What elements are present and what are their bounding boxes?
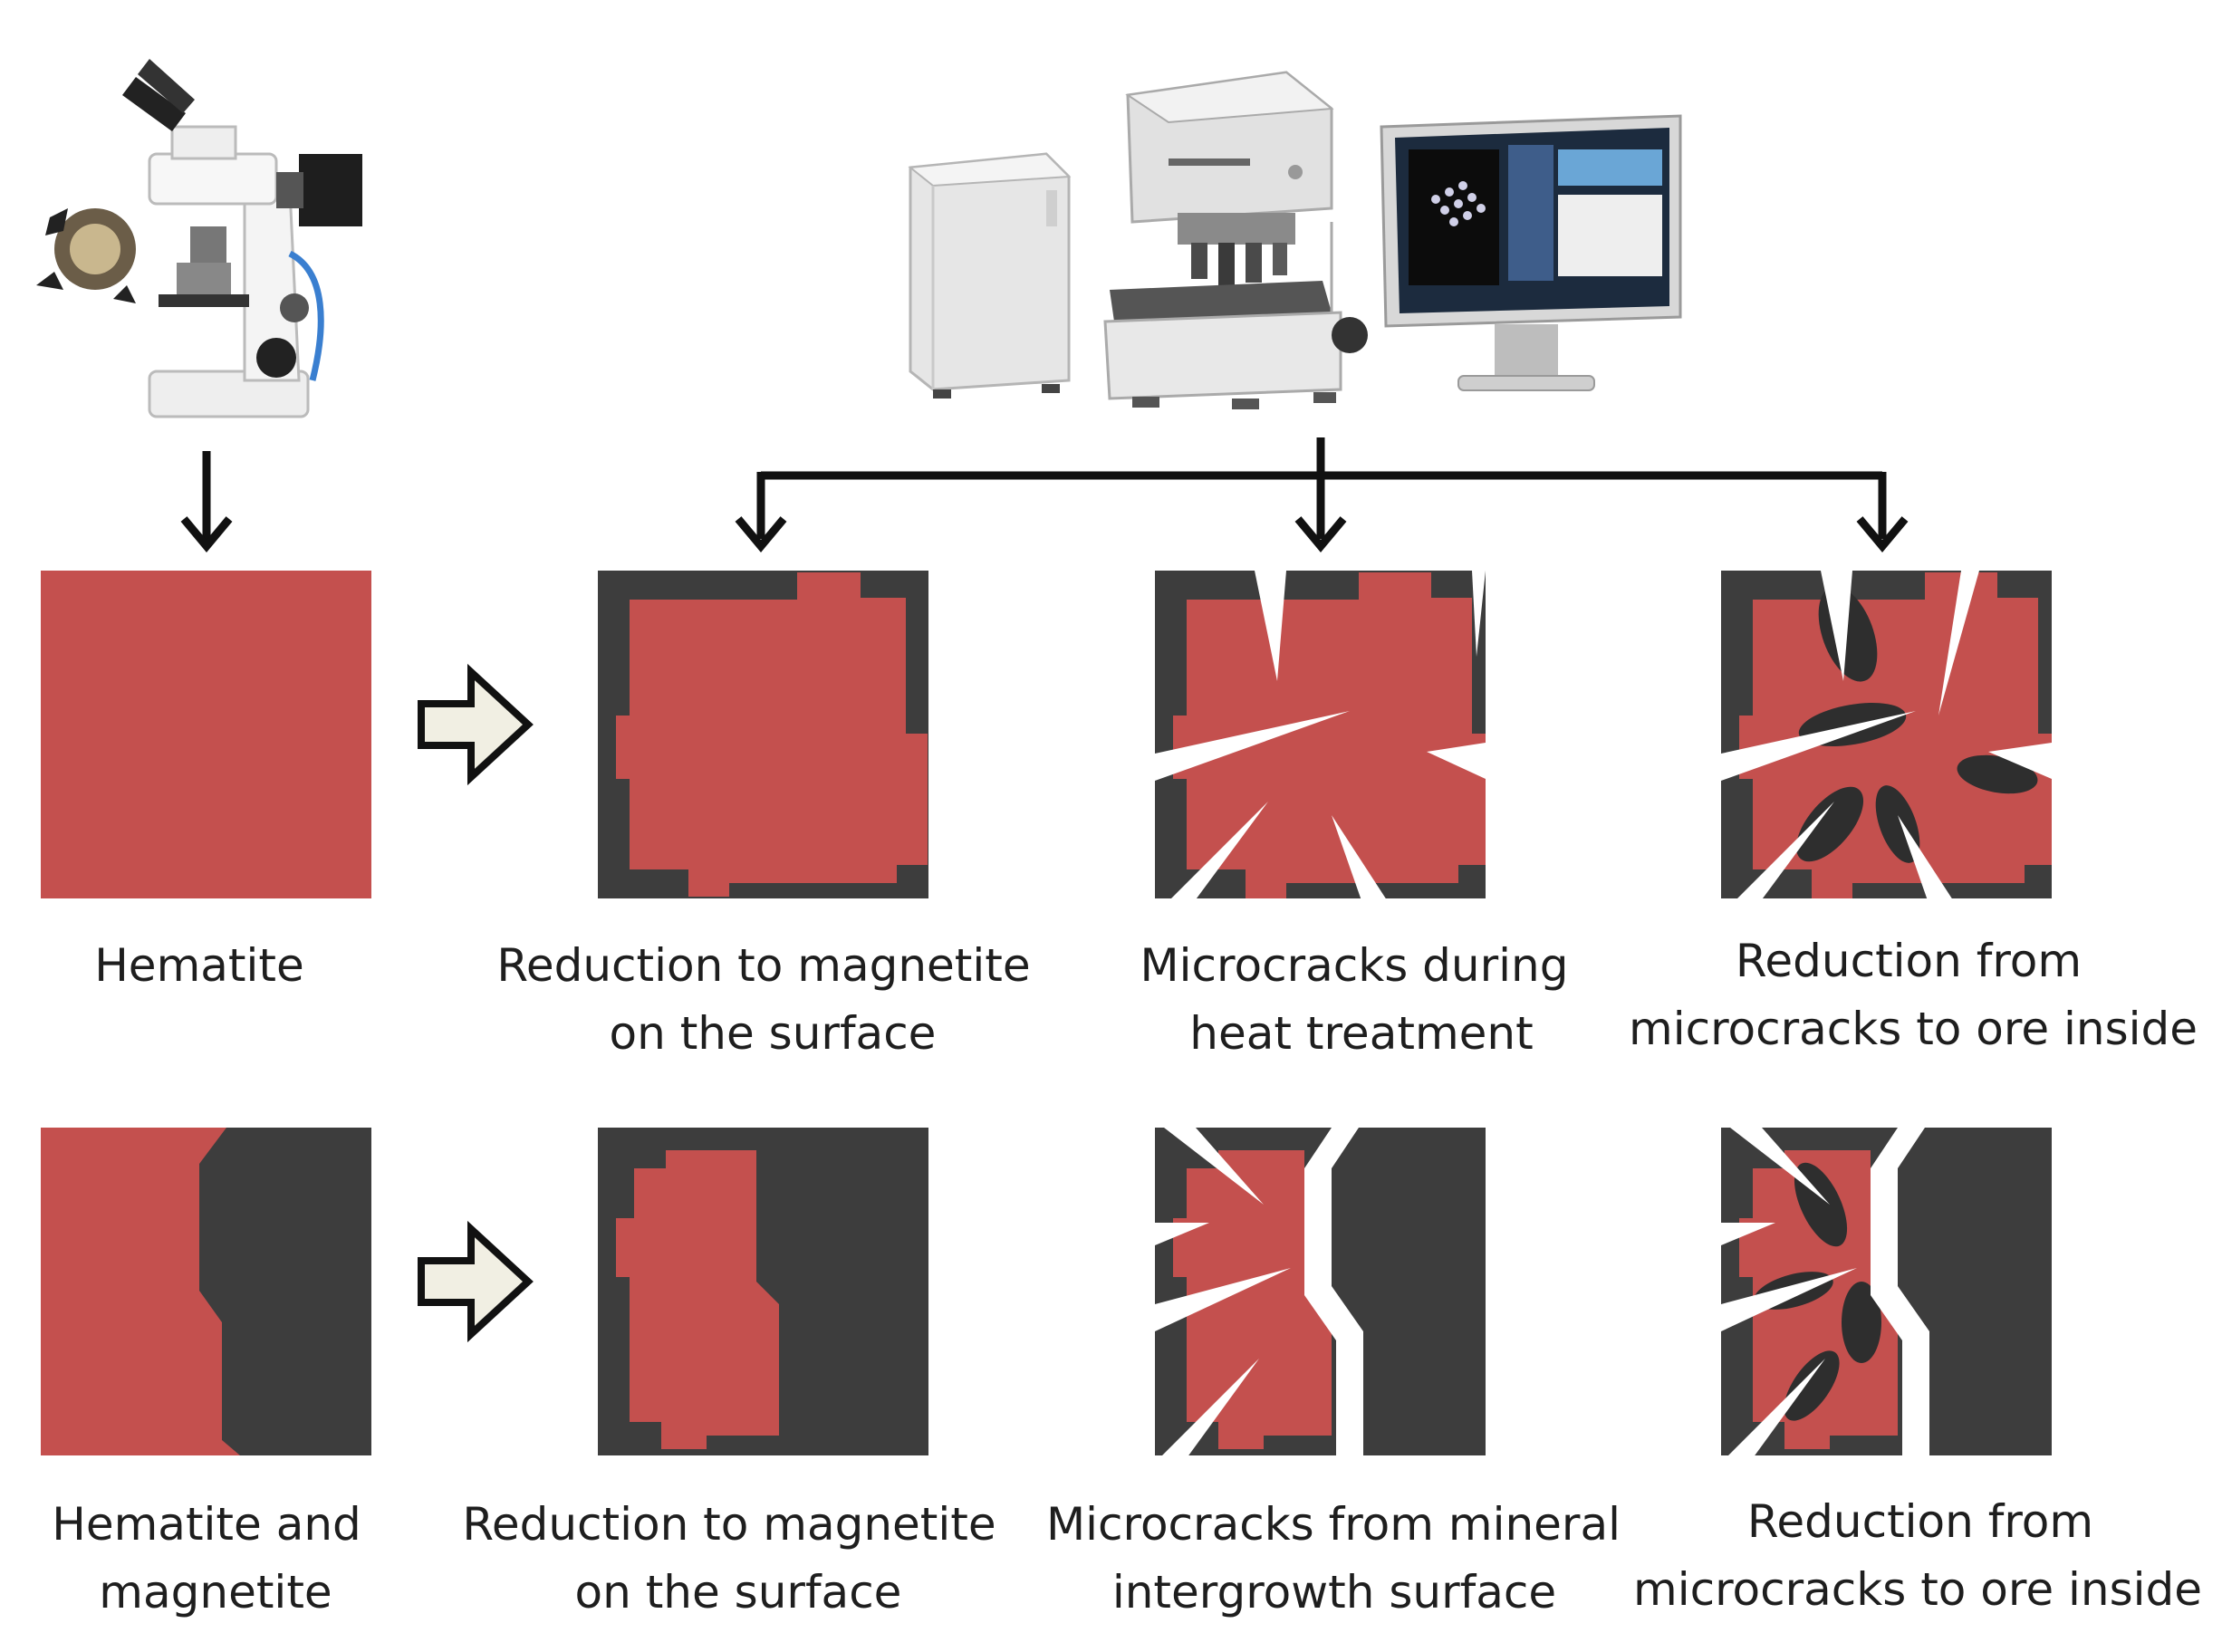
caption-r1-microcracks-line1: Microcracks during xyxy=(1140,939,1569,992)
caption-hematite-magnetite-line2: magnetite xyxy=(99,1566,332,1618)
hematite-core xyxy=(616,1150,779,1449)
caption-r2-surface-reduction-line2: on the surface xyxy=(575,1566,902,1618)
block-surface-reduction xyxy=(598,571,928,898)
hematite-core xyxy=(616,572,928,897)
caption-r2-microcracks-line1: Microcracks from mineral xyxy=(1046,1498,1621,1551)
hollow-arrow-icon xyxy=(418,663,534,786)
polarizing-microscope-icon xyxy=(36,59,362,418)
caption-r2-inner-reduction-line2: microcracks to ore inside xyxy=(1633,1563,2202,1616)
block-hematite xyxy=(41,571,371,898)
caption-r2-surface-reduction-line1: Reduction to magnetite xyxy=(462,1498,996,1551)
caption-hematite: Hematite xyxy=(94,939,304,992)
block-inner-reduction-2 xyxy=(1721,1128,2052,1455)
block-surface-reduction-2 xyxy=(598,1128,928,1455)
crack-set xyxy=(1155,571,1486,898)
block-microcracks-heat xyxy=(1155,571,1486,898)
caption-r1-inner-reduction-line2: microcracks to ore inside xyxy=(1629,1003,2198,1055)
caption-r1-microcracks-line2: heat treatment xyxy=(1189,1007,1533,1060)
block-inner-reduction xyxy=(1721,571,2052,898)
hollow-arrow-icon xyxy=(418,1220,534,1343)
caption-r1-surface-reduction-line2: on the surface xyxy=(610,1007,937,1060)
caption-r2-microcracks-line2: intergrowth surface xyxy=(1112,1566,1556,1618)
intergrowth-crack xyxy=(1304,1128,1363,1455)
laser-confocal-microscope-icon xyxy=(1103,71,1368,409)
arrow-confocal-branch xyxy=(735,437,1909,553)
caption-r1-surface-reduction-line1: Reduction to magnetite xyxy=(496,939,1030,992)
block-microcracks-intergrowth xyxy=(1155,1128,1486,1455)
controller-unit-icon xyxy=(908,152,1072,399)
arrow-microscope-to-hematite xyxy=(180,451,233,553)
hematite-region xyxy=(41,1128,240,1455)
caption-hematite-magnetite-line1: Hematite and xyxy=(52,1498,361,1551)
caption-r1-inner-reduction-line1: Reduction from xyxy=(1736,935,2082,987)
block-hematite-magnetite xyxy=(41,1128,371,1455)
caption-r2-inner-reduction-line1: Reduction from xyxy=(1747,1495,2093,1548)
monitor-icon xyxy=(1380,114,1682,391)
hematite-region xyxy=(41,571,371,898)
